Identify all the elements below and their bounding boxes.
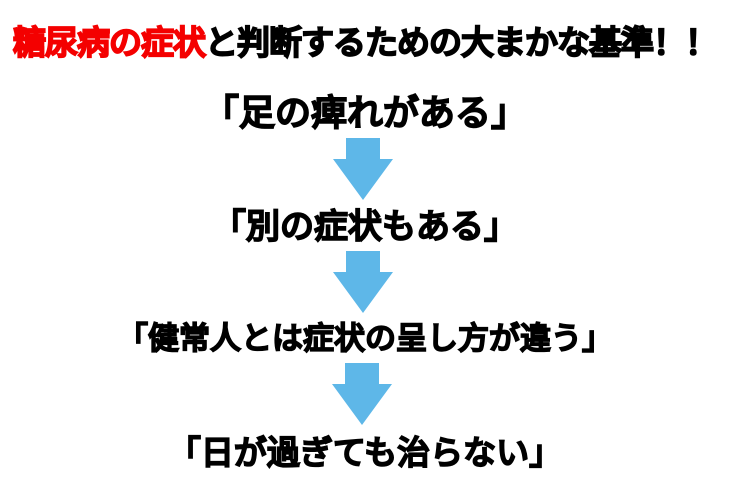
title-rest: と判断するための大まかな基準！！ bbox=[204, 22, 719, 63]
flow-step-4: 「日が過ぎても治らない」 bbox=[167, 433, 563, 472]
flow-step-1: 「足の痺れがある」 bbox=[202, 93, 527, 134]
page-title: 糖尿病の症状と判断するための大まかな基準！！ bbox=[0, 22, 730, 63]
flow-step-3: 「健常人とは症状の呈し方が違う」 bbox=[116, 321, 613, 357]
down-arrow-shape bbox=[333, 251, 393, 313]
down-arrow-shape bbox=[333, 138, 393, 200]
down-arrow-icon bbox=[333, 251, 393, 313]
down-arrow-icon bbox=[333, 138, 393, 200]
down-arrow-icon bbox=[332, 363, 392, 425]
down-arrow-shape bbox=[332, 363, 392, 425]
title-highlight-diabetes-symptoms: 糖尿病の症状 bbox=[12, 22, 207, 63]
flow-step-2: 「別の症状もある」 bbox=[211, 207, 518, 247]
